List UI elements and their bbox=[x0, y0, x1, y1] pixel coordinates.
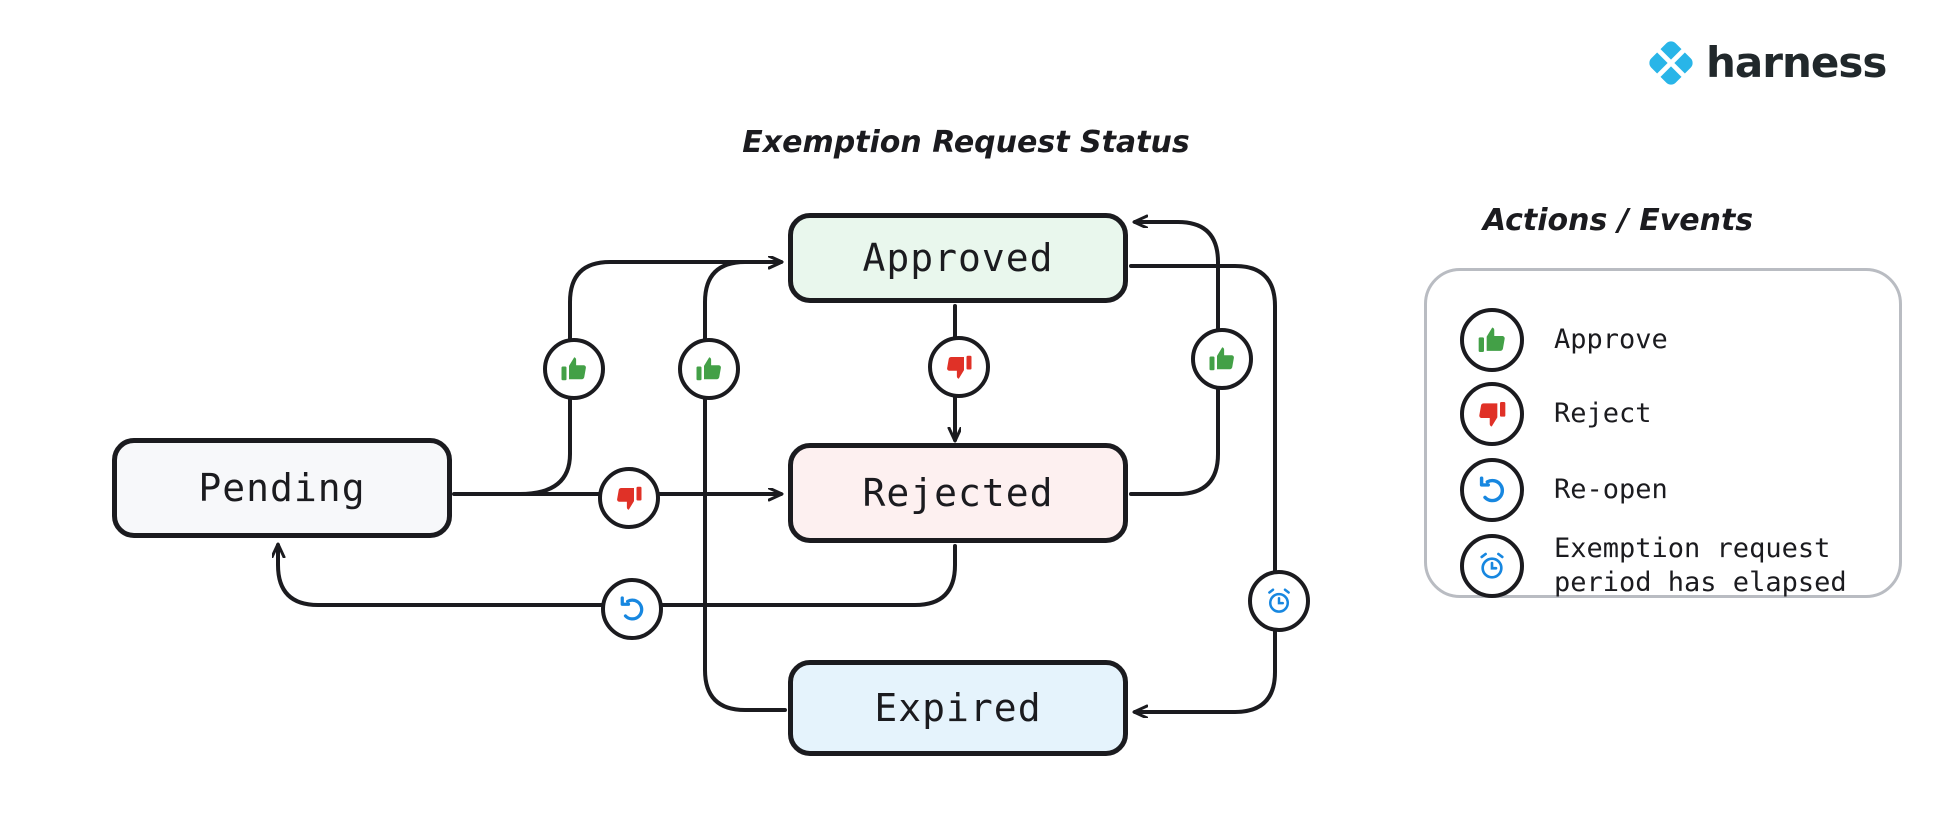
edge-approved-to-expired bbox=[1129, 264, 1277, 712]
legend-item-reject[interactable]: Reject bbox=[1460, 382, 1652, 446]
thumbs-down-icon bbox=[947, 355, 972, 379]
legend-item-elapsed[interactable]: Exemption request period has elapsed bbox=[1460, 532, 1847, 600]
reject-badge-pending-to-rejected[interactable] bbox=[598, 467, 660, 529]
reopen-badge-rejected-to-pending[interactable] bbox=[601, 578, 663, 640]
legend-item-reopen[interactable]: Re-open bbox=[1460, 458, 1668, 522]
edge-expired-to-approved bbox=[703, 262, 787, 712]
legend-thumbs-up-badge bbox=[1460, 308, 1524, 372]
state-node-pending[interactable]: Pending bbox=[112, 438, 452, 538]
alarm-clock-icon bbox=[1480, 552, 1504, 579]
legend-label: Exemption request period has elapsed bbox=[1554, 533, 1847, 598]
thumbs-down-icon bbox=[617, 486, 642, 510]
elapsed-badge-approved-to-expired[interactable] bbox=[1248, 570, 1310, 632]
legend-item-approve[interactable]: Approve bbox=[1460, 308, 1668, 372]
thumbs-up-icon bbox=[561, 357, 586, 381]
legend-reopen-badge bbox=[1460, 458, 1524, 522]
reopen-icon bbox=[1479, 476, 1505, 503]
state-node-rejected[interactable]: Rejected bbox=[788, 443, 1128, 543]
brand-logo: harness bbox=[1648, 38, 1887, 87]
approve-badge-rejected-to-approved[interactable] bbox=[1191, 328, 1253, 390]
thumbs-up-icon bbox=[1478, 327, 1505, 352]
reject-badge-approved-to-rejected[interactable] bbox=[928, 336, 990, 398]
legend-label: Reject bbox=[1554, 398, 1652, 430]
legend-title: Actions / Events bbox=[1482, 203, 1754, 238]
reopen-icon bbox=[620, 596, 644, 621]
approve-badge-expired-to-approved[interactable] bbox=[678, 338, 740, 400]
legend-thumbs-down-badge bbox=[1460, 382, 1524, 446]
legend-alarm-clock-badge bbox=[1460, 533, 1524, 598]
approve-badge-pending-to-approved[interactable] bbox=[543, 338, 605, 400]
thumbs-down-icon bbox=[1479, 402, 1506, 427]
alarm-clock-icon bbox=[1268, 588, 1290, 613]
brand-name: harness bbox=[1706, 38, 1887, 87]
state-node-expired[interactable]: Expired bbox=[788, 660, 1128, 756]
legend-label: Re-open bbox=[1554, 474, 1668, 506]
harness-diamond-logo-icon bbox=[1649, 41, 1693, 85]
thumbs-up-icon bbox=[696, 357, 721, 381]
thumbs-up-icon bbox=[1209, 347, 1234, 371]
state-node-approved[interactable]: Approved bbox=[788, 213, 1128, 303]
diagram-title: Exemption Request Status bbox=[742, 125, 1190, 160]
legend-label: Approve bbox=[1554, 324, 1668, 356]
